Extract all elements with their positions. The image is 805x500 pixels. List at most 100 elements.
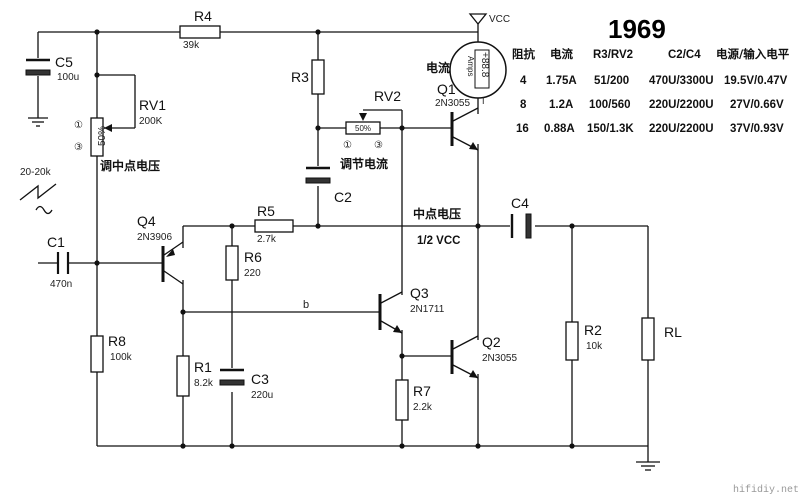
spec-table: 阻抗 电流 R3/RV2 C2/C4 电源/输入电平 4 1.75A 51/20…	[512, 47, 790, 135]
table-cell: 8	[520, 99, 527, 111]
rl-ref: RL	[664, 324, 682, 340]
capacitor-c1: C1 470n	[47, 234, 72, 290]
rv1-mark: 50%	[97, 126, 108, 146]
adj-mid-label: 调中点电压	[100, 158, 160, 173]
ground-icon	[28, 117, 48, 127]
resistor-r5: R5 2.7k	[254, 203, 294, 245]
table-cell: 16	[516, 123, 529, 135]
r8-ref: R8	[108, 333, 126, 349]
r5-value: 2.7k	[257, 234, 277, 245]
watermark: hifidiy.net	[733, 484, 799, 496]
c3-value: 220u	[251, 390, 273, 401]
table-header: 电源/输入电平	[716, 47, 790, 61]
node-b-label: b	[303, 299, 309, 311]
r2-ref: R2	[584, 322, 602, 338]
junctions	[94, 29, 575, 449]
r2-value: 10k	[586, 341, 603, 352]
transistor-q4: Q4 2N3906	[137, 213, 184, 285]
wiper-arrow-icon	[104, 124, 112, 132]
vcc-terminal: VCC	[468, 13, 510, 26]
resistor-r3: R3	[291, 59, 325, 95]
rv2-pin3: ③	[374, 140, 383, 151]
table-header: R3/RV2	[593, 49, 633, 61]
table-cell: 51/200	[594, 75, 629, 87]
pnp-arrow-icon	[166, 249, 175, 257]
c1-ref: C1	[47, 234, 65, 250]
ground-icon	[636, 461, 660, 471]
table-header: C2/C4	[668, 49, 701, 61]
rv1-pin1: ①	[74, 120, 83, 131]
wires	[37, 22, 649, 462]
table-cell: 37V/0.93V	[730, 123, 784, 135]
input-signal-label: 20-20k	[20, 167, 52, 178]
rv2-mark: 50%	[355, 124, 371, 133]
potentiometer-rv1: 50% ① ③ RV1 200K 调中点电压	[74, 97, 166, 173]
q3-ref: Q3	[410, 285, 429, 301]
c4-ref: C4	[511, 195, 529, 211]
table-header: 阻抗	[512, 47, 535, 61]
c5-value: 100u	[57, 72, 79, 83]
table-cell: 1.2A	[549, 99, 573, 111]
capacitor-c3: C3 220u	[219, 368, 273, 401]
q2-value: 2N3055	[482, 353, 517, 364]
transistor-q2: Q2 2N3055	[450, 334, 517, 379]
c1-value: 470n	[50, 279, 72, 290]
npn-arrow-icon	[469, 142, 478, 150]
rv2-ref: RV2	[374, 88, 401, 104]
diagram-title: 1969	[608, 14, 666, 44]
table-cell: 1.75A	[546, 75, 577, 87]
table-cell: 4	[520, 75, 527, 87]
r5-ref: R5	[257, 203, 275, 219]
table-header: 电流	[550, 47, 573, 61]
r7-ref: R7	[413, 383, 431, 399]
ammeter: +88.8 Amps I 电流	[426, 41, 507, 106]
vcc-label: VCC	[489, 14, 510, 25]
signal-source-icon: 20-20k	[19, 167, 57, 215]
rv1-value: 200K	[139, 116, 163, 127]
r6-ref: R6	[244, 249, 262, 265]
resistor-r4: R4 39k	[179, 8, 221, 51]
capacitor-c5: C5 100u	[25, 54, 79, 83]
vcc-arrow-icon	[468, 13, 488, 26]
r1-ref: R1	[194, 359, 212, 375]
q4-ref: Q4	[137, 213, 156, 229]
q3-value: 2N1711	[410, 304, 445, 315]
c3-ref: C3	[251, 371, 269, 387]
resistor-r8: R8 100k	[90, 333, 133, 373]
r4-value: 39k	[183, 40, 200, 51]
table-cell: 470U/3300U	[649, 75, 714, 87]
table-cell: 0.88A	[544, 123, 575, 135]
c5-ref: C5	[55, 54, 73, 70]
npn-arrow-icon	[469, 370, 478, 378]
resistor-r1: R1 8.2k	[176, 355, 214, 397]
table-cell: 19.5V/0.47V	[724, 75, 788, 87]
resistor-rl: RL	[641, 317, 682, 361]
adj-current-label: 调节电流	[340, 156, 388, 171]
table-cell: 27V/0.66V	[730, 99, 784, 111]
resistor-r2: R2 10k	[565, 321, 603, 361]
transistor-q3: Q3 2N1711	[378, 285, 445, 334]
c2-ref: C2	[334, 189, 352, 205]
mid-voltage-label: 中点电压	[413, 206, 461, 221]
wiper-arrow-icon	[359, 113, 367, 121]
r1-value: 8.2k	[194, 378, 214, 389]
table-cell: 100/560	[589, 99, 631, 111]
resistor-r6: R6 220	[225, 245, 262, 281]
npn-arrow-icon	[393, 325, 402, 333]
table-cell: 150/1.3K	[587, 123, 634, 135]
meter-label: 电流	[426, 60, 450, 75]
resistor-r7: R7 2.2k	[395, 379, 433, 421]
q1-ref: Q1	[437, 81, 456, 97]
transistor-q1: Q1 2N3055	[435, 81, 479, 151]
meter-face: +88.8	[479, 52, 490, 78]
rv2-pin1: ①	[343, 140, 352, 151]
meter-unit: Amps	[466, 56, 475, 76]
r4-ref: R4	[194, 8, 212, 24]
half-vcc-label: 1/2 VCC	[417, 235, 460, 247]
q4-value: 2N3906	[137, 232, 172, 243]
q1-value: 2N3055	[435, 98, 470, 109]
rv1-pin3: ③	[74, 142, 83, 153]
r3-ref: R3	[291, 69, 309, 85]
rv1-ref: RV1	[139, 97, 166, 113]
